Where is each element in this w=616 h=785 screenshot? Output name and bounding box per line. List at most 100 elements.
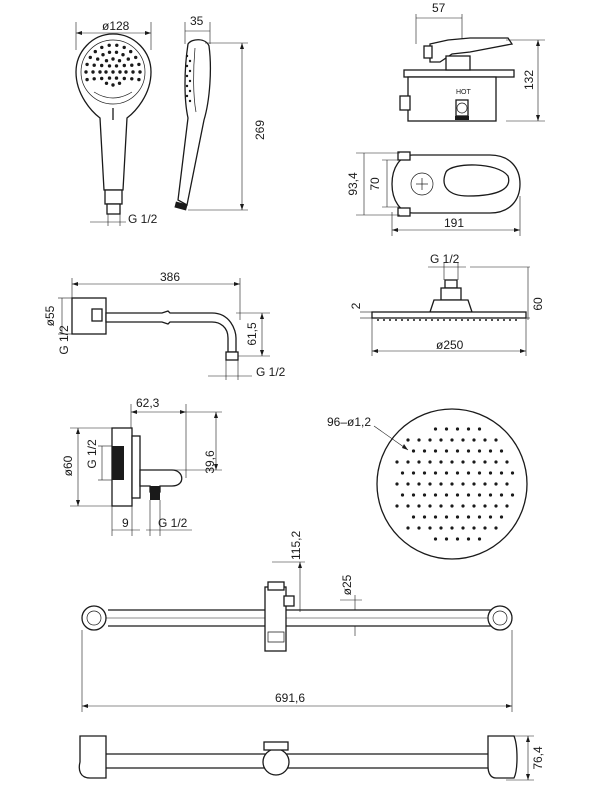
nozzle-dot (505, 460, 509, 464)
nozzle-dot (466, 537, 471, 541)
rail-tube-diameter-label: ø25 (340, 574, 354, 595)
nozzle-dot (444, 471, 449, 475)
nozzle-dot (428, 504, 432, 508)
handshower-side-view: 35 269 (174, 14, 267, 211)
nozzle-dot (510, 493, 515, 497)
nozzle-dot (377, 319, 379, 321)
nozzle-dot (91, 70, 95, 74)
nozzle-dot (107, 76, 112, 80)
nozzle-dot (417, 460, 421, 464)
nozzle-dot (444, 493, 449, 497)
nozzle-dot (431, 319, 433, 321)
nozzle-dot (137, 77, 141, 82)
handshower-thread-label: G 1/2 (128, 212, 158, 226)
nozzle-dot (450, 526, 454, 530)
nozzle-dot (185, 54, 189, 58)
nozzle-dot (439, 460, 443, 464)
nozzle-dot (494, 526, 498, 530)
mixer-height-label: 132 (522, 70, 536, 90)
nozzle-dot (439, 504, 443, 508)
nozzle-dot (510, 471, 515, 475)
nozzle-dot (444, 515, 449, 519)
nozzle-dot (499, 449, 504, 453)
arm-drop-label: 61,5 (245, 322, 259, 346)
nozzle-dot (100, 76, 104, 81)
nozzle-dot (444, 537, 449, 541)
nozzle-dot (111, 57, 115, 61)
head-front-nozzle-pattern (395, 427, 515, 541)
nozzle-dot (477, 493, 482, 497)
nozzle-dot (472, 482, 476, 486)
nozzle-dot (494, 482, 498, 486)
nozzle-dot (122, 45, 126, 50)
nozzle-dot (494, 460, 498, 464)
nozzle-dot (428, 526, 432, 530)
nozzle-dot (491, 319, 493, 321)
elbow-outlet-height-label: 39,6 (203, 450, 217, 474)
head-thread-label: G 1/2 (430, 252, 460, 266)
nozzle-dot (100, 45, 104, 50)
nozzle-dot (114, 50, 119, 54)
nozzle-dot (93, 49, 98, 54)
nozzle-dot (466, 493, 471, 497)
nozzle-dot (455, 515, 460, 519)
nozzle-dot (126, 57, 130, 61)
nozzle-dot (428, 438, 432, 442)
nozzle-dot (433, 427, 438, 431)
shower-arm-view: 386 ø55 G 1/2 61,5 G 1/2 (43, 270, 286, 380)
handshower-front-view: ø128 G 1/2 (75, 19, 158, 226)
nozzle-dot (450, 460, 454, 464)
nozzle-dot (104, 81, 109, 86)
nozzle-dot (417, 438, 421, 442)
handshower-length-label: 269 (253, 120, 267, 140)
mixer-depth-label: 57 (432, 1, 446, 15)
handshower-depth-label: 35 (190, 14, 204, 28)
nozzle-dot (122, 63, 127, 68)
nozzle-dot (433, 471, 438, 475)
arm-flange-label: ø55 (43, 305, 57, 326)
nozzle-dot (130, 63, 134, 67)
elbow-thread-label: G 1/2 (85, 439, 99, 469)
nozzle-dot (461, 504, 465, 508)
nozzle-dot (411, 471, 416, 475)
nozzle-dot (479, 319, 481, 321)
nozzle-dot (417, 504, 421, 508)
nozzle-dot (422, 471, 427, 475)
nozzle-dot (117, 59, 122, 63)
mixer-handle-height-label: 70 (368, 177, 382, 191)
rail-length-label: 691,6 (275, 691, 305, 705)
arm-outlet-thread-label: G 1/2 (256, 365, 286, 379)
nozzle-dot (473, 319, 475, 321)
nozzle-dot (497, 319, 499, 321)
nozzle-dot (450, 438, 454, 442)
handshower-side-nozzles (185, 54, 192, 103)
nozzle-dot (444, 427, 449, 431)
nozzle-dot (131, 70, 135, 74)
nozzle-dot (121, 53, 125, 57)
nozzle-dot (425, 319, 427, 321)
head-height-label: 60 (531, 297, 545, 311)
nozzle-dot (185, 74, 189, 78)
nozzle-dot (439, 438, 443, 442)
nozzle-dot (477, 537, 482, 541)
nozzle-dot (422, 493, 427, 497)
nozzle-dot (400, 471, 405, 475)
elbow-outlet-thread-label: G 1/2 (158, 516, 188, 530)
nozzle-dot (406, 482, 410, 486)
nozzle-dot (461, 526, 465, 530)
nozzle-dot (389, 319, 391, 321)
nozzle-dot (433, 493, 438, 497)
nozzle-dot (407, 319, 409, 321)
nozzle-dot (107, 64, 112, 68)
nozzle-dot (483, 460, 487, 464)
nozzle-dot (122, 76, 127, 81)
nozzle-dot (129, 49, 133, 54)
nozzle-dot (115, 43, 119, 47)
nozzle-dot (188, 99, 192, 103)
rail-slider-height-label: 115,2 (289, 531, 303, 560)
nozzle-dot (494, 438, 498, 442)
arm-length-label: 386 (160, 270, 180, 284)
nozzle-dot (466, 427, 471, 431)
nozzle-dot (395, 504, 399, 508)
nozzle-dot (92, 77, 96, 81)
